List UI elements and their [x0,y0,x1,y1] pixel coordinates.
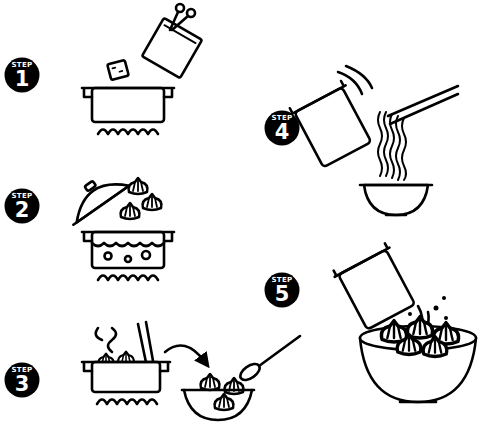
transfer-arrow [165,345,205,362]
badge-circle [265,273,300,308]
step-number: 2 [15,200,30,220]
step-badge: STEP1 [4,57,40,93]
badge-circle [5,189,40,224]
chopsticks [388,86,458,124]
spoon [238,336,300,383]
pot [82,88,174,122]
step-number: 4 [275,122,290,142]
pot [82,232,174,268]
step-word: STEP [272,115,293,122]
step-badge: STEP3 [4,362,40,398]
step-badge: STEP2 [4,188,40,224]
scissors [170,4,195,30]
dumpling [121,203,140,219]
step-word: STEP [12,62,33,69]
container [332,242,419,331]
step-word: STEP [272,277,293,284]
pot [82,352,170,392]
container [288,80,375,169]
sauce-cube [107,60,129,80]
step-number: 3 [15,374,30,394]
bowl [360,317,476,402]
step-number: 1 [15,69,30,89]
step-number: 5 [275,284,290,304]
step-badge: STEP5 [264,272,300,308]
step-badge: STEP4 [264,110,300,146]
bowl [360,185,432,215]
flame [98,130,158,135]
badge-circle [265,111,300,146]
flame [98,276,158,281]
step-word: STEP [12,193,33,200]
badge-circle [5,363,40,398]
badge-circle [5,58,40,93]
dumpling [143,194,162,210]
dumpling [129,178,148,194]
steam [96,328,116,352]
flame [97,400,157,405]
step-word: STEP [12,367,33,374]
